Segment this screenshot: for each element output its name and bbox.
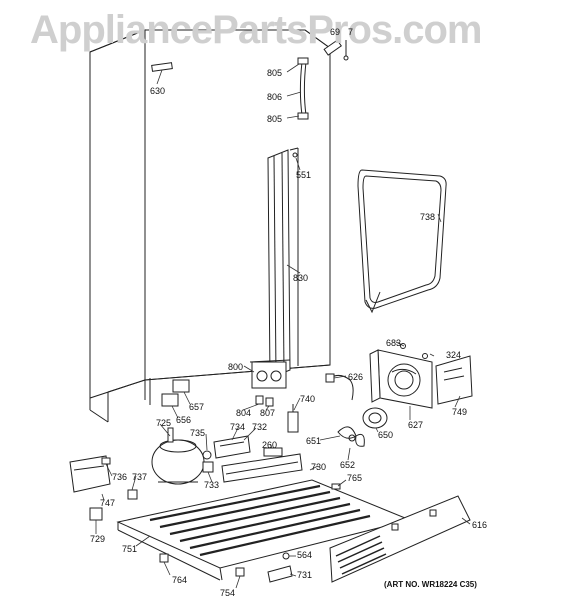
callout-69: 69 (330, 27, 341, 37)
callout-652: 652 (340, 460, 356, 470)
defrost-parts (287, 404, 299, 433)
callout-616: 616 (472, 520, 488, 530)
compressor-accessories (202, 435, 251, 473)
center-divider-channel (267, 147, 299, 379)
callout-683: 683 (386, 338, 402, 348)
callout-805-top: 805 (267, 68, 283, 78)
condenser-base (116, 479, 412, 581)
callout-764: 764 (172, 575, 188, 585)
cabinet-body (89, 29, 331, 423)
front-grille (329, 495, 471, 583)
top-bracket-parts (323, 39, 349, 61)
heater-loop (357, 169, 447, 314)
callout-747: 747 (100, 498, 116, 508)
drain-pan (221, 447, 303, 483)
callout-734: 734 (230, 422, 246, 432)
callout-732: 732 (252, 422, 268, 432)
callout-738: 738 (420, 212, 436, 222)
callout-630: 630 (150, 86, 166, 96)
loose-hardware (331, 343, 428, 490)
callout-729: 729 (90, 534, 106, 544)
callout-725: 725 (156, 418, 172, 428)
callout-749: 749 (452, 407, 468, 417)
callout-751: 751 (122, 544, 138, 554)
callout-735: 735 (190, 428, 206, 438)
callout-651: 651 (306, 436, 322, 446)
fan-motor (337, 407, 388, 447)
callout-551: 551 (296, 170, 312, 180)
callout-650: 650 (378, 430, 394, 440)
callout-754: 754 (220, 588, 236, 598)
callout-657: 657 (189, 402, 205, 412)
watermark-logo-text: AppliancePartsPros.com (30, 8, 482, 52)
left-bracket-parts (69, 455, 138, 521)
callout-805-bottom: 805 (267, 114, 283, 124)
valve-assembly (249, 359, 291, 407)
callout-7: 7 (348, 27, 354, 37)
callout-800: 800 (228, 362, 244, 372)
relay-parts (161, 379, 190, 407)
callout-737: 737 (132, 472, 148, 482)
callout-804: 804 (236, 408, 252, 418)
control-board (435, 355, 473, 405)
callout-765: 765 (347, 473, 363, 483)
callout-leader-lines (95, 63, 471, 589)
callout-807: 807 (260, 408, 276, 418)
callout-656: 656 (176, 415, 192, 425)
callout-627: 627 (408, 420, 424, 430)
callout-733: 733 (204, 480, 220, 490)
callout-564: 564 (297, 550, 313, 560)
callout-736: 736 (112, 472, 128, 482)
art-number-caption: (ART NO. WR18224 C35) (384, 580, 477, 589)
callout-626: 626 (348, 372, 364, 382)
callout-731: 731 (297, 570, 313, 580)
callout-806: 806 (267, 92, 283, 102)
callout-260: 260 (262, 440, 278, 450)
callout-830: 830 (293, 273, 309, 283)
fan-housing (369, 349, 433, 409)
callout-324: 324 (446, 350, 462, 360)
callout-740: 740 (300, 394, 316, 404)
callout-730: 730 (311, 462, 327, 472)
